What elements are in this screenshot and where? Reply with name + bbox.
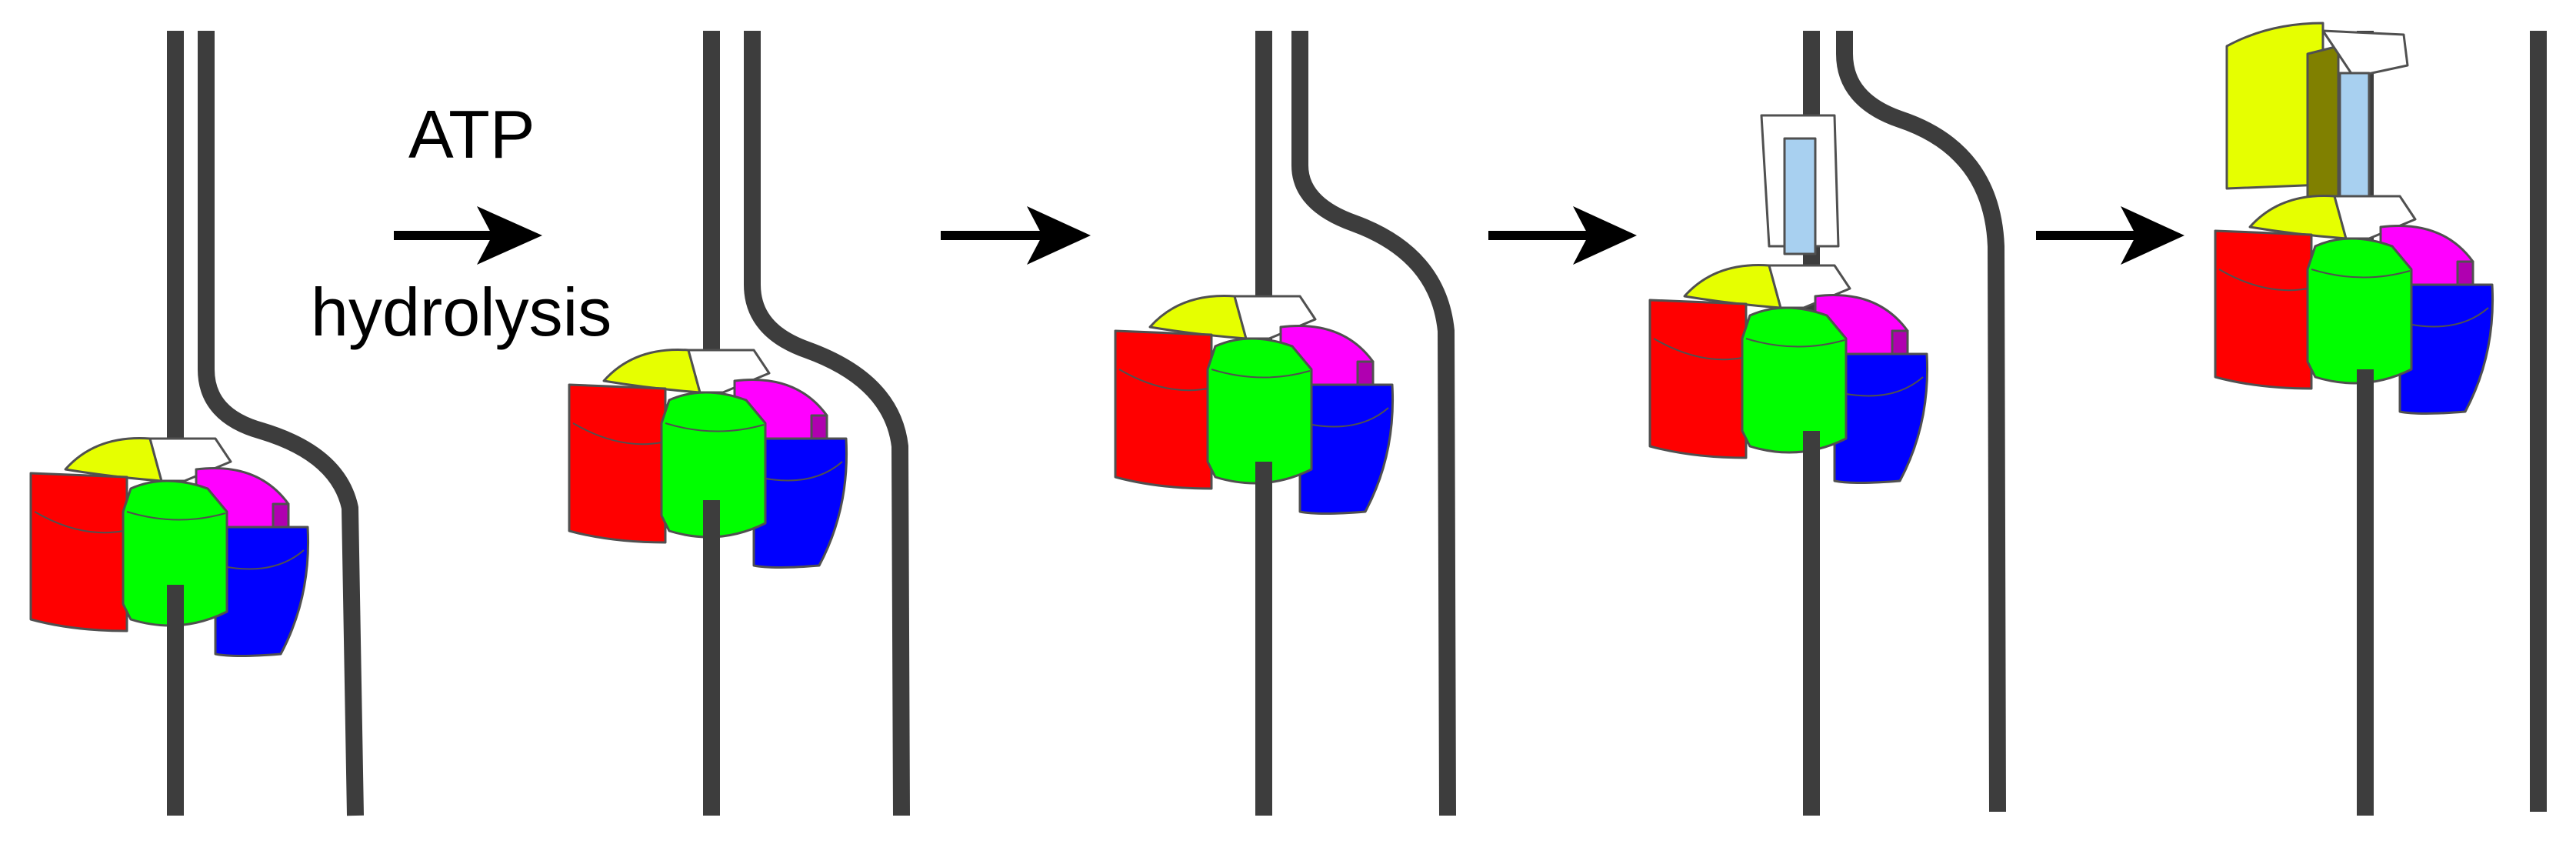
dna-strand-right — [206, 31, 355, 816]
helicase-ring — [2215, 196, 2493, 414]
helicase-ring — [1115, 296, 1393, 514]
right-arrow-icon — [394, 206, 542, 265]
panel-3 — [1115, 31, 1448, 816]
helicase-ring — [1650, 265, 1928, 483]
helicase-tall-subunit — [2227, 23, 2408, 208]
step-label-hydrolysis: hydrolysis — [311, 274, 612, 350]
arrow-1: ATP hydrolysis — [311, 96, 612, 350]
step-label-atp: ATP — [408, 96, 535, 172]
panel-2 — [569, 31, 901, 816]
right-arrow-icon — [1488, 206, 1637, 265]
panel-4 — [1650, 31, 1998, 816]
helicase-collar — [1761, 115, 1838, 254]
panel-5 — [2215, 23, 2538, 816]
right-arrow-icon — [941, 206, 1091, 265]
right-arrow-icon — [2036, 206, 2184, 265]
panel-1 — [31, 31, 355, 816]
